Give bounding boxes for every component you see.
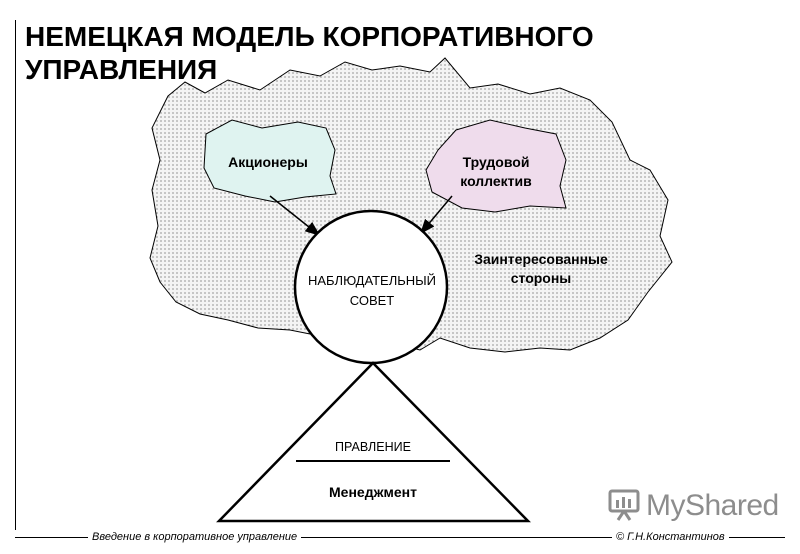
- shareholders-label: Акционеры: [228, 154, 308, 170]
- footer-course-title: Введение в корпоративное управление: [88, 531, 302, 543]
- supervisory-board-circle: [293, 209, 449, 365]
- presentation-board-icon: [608, 487, 640, 526]
- arrow-shareholders-to-board: [269, 195, 321, 236]
- labor-collective-label-line2: коллектив: [460, 173, 532, 189]
- footer-line: [15, 537, 785, 538]
- watermark-text: MyShared: [646, 489, 779, 522]
- executive-board-label: ПРАВЛЕНИЕ: [335, 440, 411, 454]
- page-title: НЕМЕЦКАЯ МОДЕЛЬ КОРПОРАТИВНОГО УПРАВЛЕНИ…: [25, 21, 594, 85]
- supervisory-board-label-line2: СОВЕТ: [350, 293, 395, 308]
- stakeholders-label-line1: Заинтересованные: [474, 251, 608, 267]
- arrow-labor-to-board: [420, 195, 453, 235]
- shareholders-blob: [203, 119, 337, 203]
- watermark: MyShared: [608, 488, 779, 524]
- management-label: Менеджмент: [329, 484, 417, 500]
- pyramid: [216, 361, 531, 523]
- footer-author: © Г.Н.Константинов: [612, 531, 729, 543]
- labor-collective-blob: [425, 119, 567, 213]
- stakeholders-label-line2: стороны: [511, 270, 572, 286]
- supervisory-board-label-line1: НАБЛЮДАТЕЛЬНЫЙ: [308, 273, 436, 288]
- left-frame-line: [15, 20, 16, 530]
- labor-collective-label-line1: Трудовой: [463, 154, 530, 170]
